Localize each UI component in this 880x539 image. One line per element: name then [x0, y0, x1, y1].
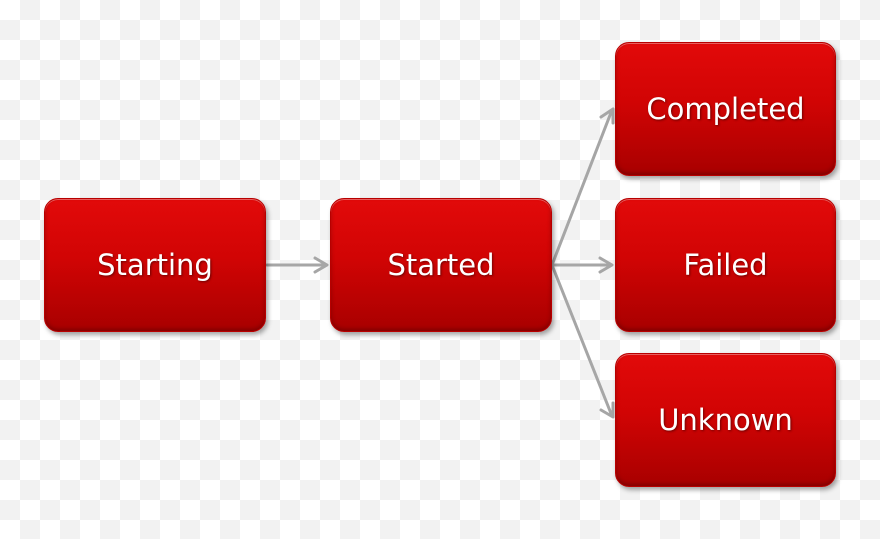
node-starting: Starting: [44, 198, 266, 332]
node-unknown: Unknown: [615, 353, 836, 487]
node-failed-label: Failed: [683, 248, 768, 282]
edge-started-failed: [550, 256, 614, 274]
node-starting-label: Starting: [97, 248, 213, 282]
node-started: Started: [330, 198, 552, 332]
node-failed: Failed: [615, 198, 836, 332]
node-completed-label: Completed: [646, 92, 805, 126]
node-unknown-label: Unknown: [658, 403, 793, 437]
edge-started-completed: [550, 107, 615, 267]
node-started-label: Started: [387, 248, 495, 282]
edge-starting-started: [265, 256, 329, 274]
edge-started-unknown: [550, 263, 615, 419]
node-completed: Completed: [615, 42, 836, 176]
